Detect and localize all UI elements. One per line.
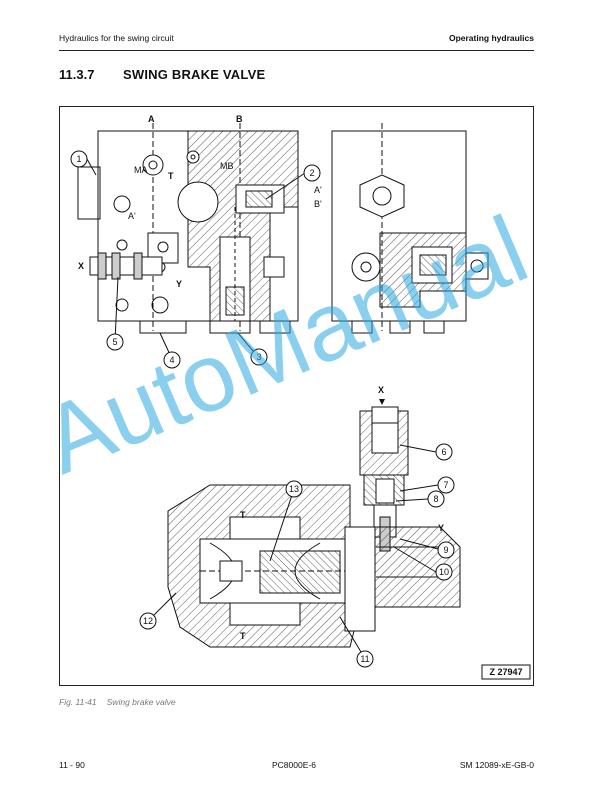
front-view	[77, 123, 299, 334]
footer-model: PC8000E-6	[272, 760, 316, 770]
port-label-a: A	[148, 114, 155, 124]
port-label-b-prime-right: B'	[314, 199, 322, 209]
header-chapter-title: Operating hydraulics	[448, 33, 534, 43]
ref-code-box	[481, 664, 531, 680]
callout-12: 12	[143, 616, 153, 626]
port-x-arrow	[379, 399, 385, 405]
port-label-y-lower: Y	[438, 523, 444, 533]
callout-7: 7	[443, 480, 448, 490]
port-label-b: B	[236, 114, 243, 124]
port-label-t: T	[168, 171, 174, 181]
caption-text: Swing brake valve	[106, 697, 176, 707]
callout-9: 9	[443, 545, 448, 555]
swing-brake-valve-drawing: A B MA MB T A' A' B' X Y X Y T T 1 2 3 4…	[70, 114, 531, 680]
callout-1: 1	[76, 154, 81, 164]
port-label-y: Y	[176, 279, 182, 289]
port-label-x: X	[78, 261, 84, 271]
port-label-a-prime: A'	[128, 211, 136, 221]
header-divider	[59, 50, 534, 51]
port-label-a-prime-right: A'	[314, 185, 322, 195]
callout-bubbles	[70, 150, 455, 668]
callout-8: 8	[433, 494, 438, 504]
callout-10: 10	[439, 567, 449, 577]
port-label-ma: MA	[134, 165, 148, 175]
header-section-title: Hydraulics for the swing circuit	[59, 33, 174, 43]
callout-13: 13	[289, 484, 299, 494]
port-label-x-lower: X	[378, 385, 384, 395]
callout-11: 11	[360, 654, 369, 664]
callout-2: 2	[309, 168, 314, 178]
footer-doc-id: SM 12089-xE-GB-0	[459, 760, 534, 770]
footer-page-number: 11 - 90	[59, 760, 85, 770]
callout-3: 3	[256, 352, 261, 362]
callout-5: 5	[112, 337, 117, 347]
section-title: SWING BRAKE VALVE	[123, 67, 266, 82]
section-number: 11.3.7	[59, 67, 95, 82]
section-view	[167, 406, 461, 648]
port-label-t-lower-bottom: T	[240, 631, 246, 641]
callout-4: 4	[169, 355, 174, 365]
port-label-t-lower-top: T	[240, 510, 246, 520]
side-view	[331, 123, 489, 334]
callout-6: 6	[441, 447, 446, 457]
port-label-mb: MB	[220, 161, 234, 171]
ref-code: Z 27947	[489, 667, 522, 677]
figure-caption: Fig. 11-41 Swing brake valve	[59, 697, 176, 707]
caption-number: Fig. 11-41	[59, 697, 97, 707]
figure-frame: A B MA MB T A' A' B' X Y X Y T T 1 2 3 4…	[59, 106, 534, 686]
